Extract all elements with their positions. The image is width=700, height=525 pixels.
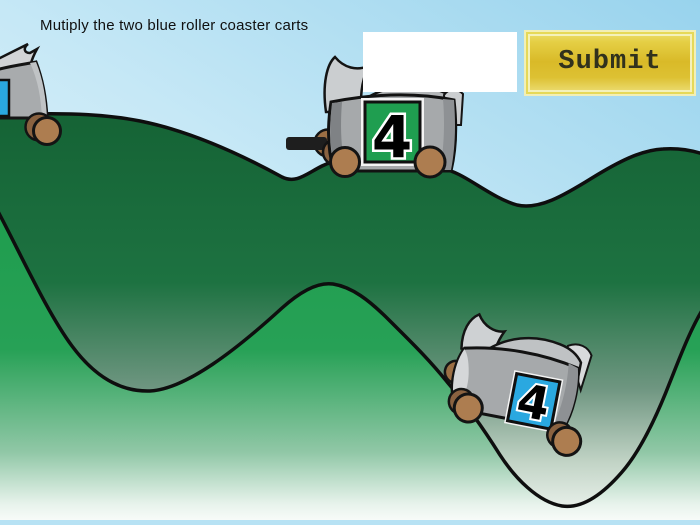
cart-top-green: 4 [286,55,465,179]
top-cart-number: 4 [372,103,412,171]
cart-bottom-blue: 4 [443,312,593,457]
top-cart-wheel-right [413,145,447,179]
cart-left-partial [0,42,62,146]
left-cart-side-shade [30,62,47,118]
top-cart-right-band [440,99,455,170]
front-track-line [0,211,700,509]
left-cart-wheel [32,116,62,146]
top-cart-green-panel [363,100,422,164]
bottom-cart-wheel-right [551,425,583,457]
front-hill [0,215,700,520]
top-cart-wheel-left [329,146,361,178]
instruction-text: Mutiply the two blue roller coaster cart… [40,17,309,34]
bottom-cart-wheel-left [452,392,484,424]
bottom-cart-right-band [552,363,579,430]
top-cart-bumper [286,137,327,150]
bottom-cart-blue-panel [505,371,562,431]
left-cart-blue-panel [0,78,11,118]
submit-button[interactable]: Submit [524,30,696,96]
answer-input[interactable] [363,32,517,92]
